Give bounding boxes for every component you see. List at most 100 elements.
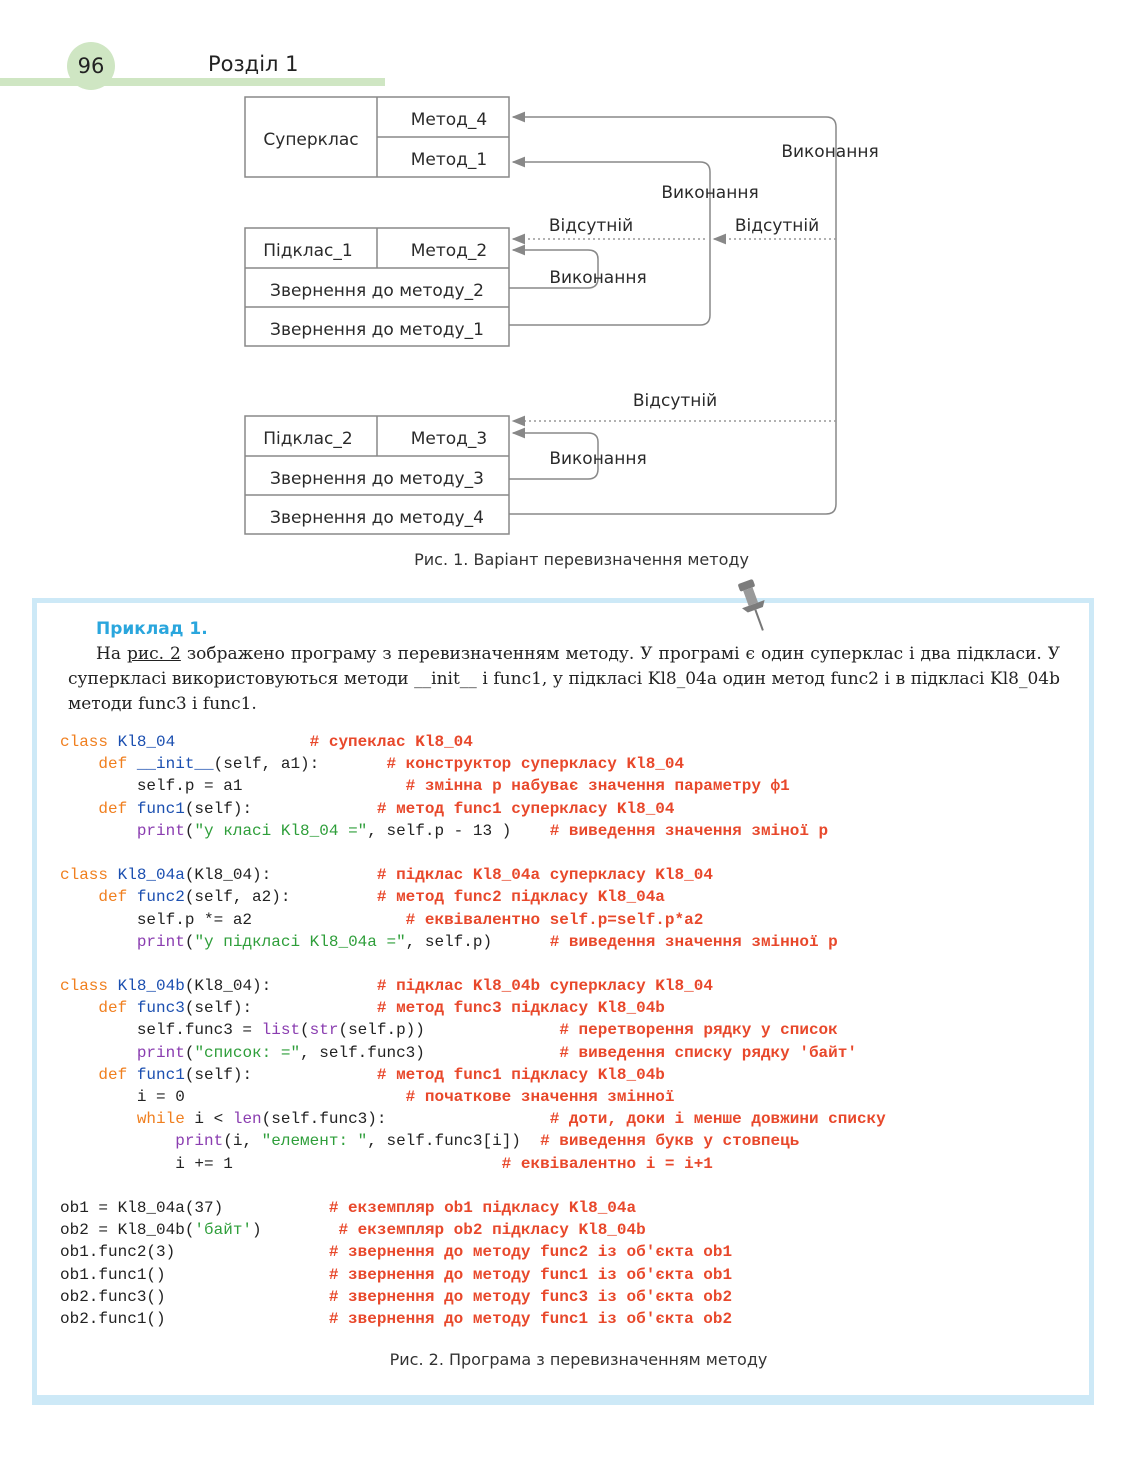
code-token bbox=[60, 755, 98, 773]
code-token: while bbox=[136, 1110, 185, 1129]
code-token: class bbox=[60, 733, 118, 751]
code-token: # екземпляр ob1 підкласу Kl8_04a bbox=[328, 1198, 637, 1217]
code-token bbox=[60, 933, 137, 951]
code-line: ob1 = Kl8_04a(37) # екземпляр ob1 підкла… bbox=[60, 1197, 886, 1219]
subclass1-call2-label: Звернення до методу_1 bbox=[270, 320, 484, 340]
execution-label-1: Виконання bbox=[781, 142, 878, 162]
code-token: __init__ bbox=[136, 755, 214, 774]
code-token: func2 bbox=[136, 888, 185, 907]
code-token: class bbox=[60, 977, 118, 996]
execution-label-4: Виконання bbox=[549, 449, 646, 469]
superclass-method4-label: Метод_4 bbox=[411, 110, 488, 130]
code-token: def bbox=[98, 755, 137, 774]
code-line: self.p *= a2 # еквівалентно self.p=self.… bbox=[60, 909, 886, 931]
figure2-caption: Рис. 2. Програма з перевизначенням метод… bbox=[389, 1350, 768, 1369]
code-token: (self.func3): bbox=[261, 1110, 550, 1129]
code-token: # еквівалентно self.p=self.p*a2 bbox=[405, 910, 704, 929]
code-token bbox=[60, 1066, 98, 1084]
code-token: (self): bbox=[184, 1065, 377, 1084]
code-token: # супеклас Kl8_04 bbox=[309, 733, 473, 751]
code-token: (Kl8_04): bbox=[184, 866, 377, 885]
code-token: self.p *= a2 bbox=[60, 910, 406, 929]
code-token bbox=[60, 1044, 137, 1062]
code-token: # звернення до методу func2 із об'єкта o… bbox=[328, 1243, 733, 1262]
code-token: ob1 = Kl8_04a(37) bbox=[60, 1198, 329, 1217]
code-line: i += 1 # еквівалентно i = i+1 bbox=[60, 1153, 886, 1175]
subclass1-method-label: Метод_2 bbox=[411, 241, 488, 261]
code-token: # метод func2 підкласу Kl8_04a bbox=[376, 888, 665, 907]
code-line: def func2(self, a2): # метод func2 підкл… bbox=[60, 886, 886, 908]
code-token: # метод func3 підкласу Kl8_04b bbox=[376, 999, 665, 1018]
code-token bbox=[60, 1132, 175, 1150]
code-token: (self, a2): bbox=[184, 888, 377, 907]
code-token: ( bbox=[184, 1043, 195, 1062]
code-token: "елемент: " bbox=[261, 1132, 368, 1151]
code-token: ( bbox=[184, 932, 195, 951]
section-title: Розділ 1 bbox=[208, 52, 299, 76]
code-line: def __init__(self, a1): # конструктор су… bbox=[60, 753, 886, 775]
code-line: class Kl8_04b(Kl8_04): # підклас Kl8_04b… bbox=[60, 975, 886, 997]
code-line: self.p = a1 # змінна p набуває значення … bbox=[60, 775, 886, 797]
execution-label-3: Виконання bbox=[549, 268, 646, 288]
code-token: # початкове значення змінної bbox=[405, 1088, 675, 1106]
code-token: ob1.func2(3) bbox=[60, 1243, 329, 1262]
code-token: self.p = a1 bbox=[60, 777, 406, 796]
code-token: (i, bbox=[223, 1132, 262, 1151]
subclass2-method-label: Метод_3 bbox=[411, 429, 488, 449]
code-line: while i < len(self.func3): # доти, доки … bbox=[60, 1108, 886, 1130]
execution-label-2: Виконання bbox=[661, 183, 758, 203]
code-token: ( bbox=[300, 1021, 310, 1040]
code-token bbox=[60, 822, 137, 840]
code-line: print("у класі Kl8_04 =", self.p - 13 ) … bbox=[60, 820, 886, 842]
code-line bbox=[60, 1175, 886, 1197]
code-token: (self, a1): bbox=[213, 755, 387, 774]
code-token: len bbox=[232, 1110, 262, 1129]
code-token: "у підкласі Kl8_04a =" bbox=[194, 932, 406, 951]
code-token: class bbox=[60, 866, 118, 885]
code-token: def bbox=[98, 1065, 137, 1084]
code-token: (self.p)) bbox=[338, 1021, 560, 1040]
code-line bbox=[60, 953, 886, 975]
code-token bbox=[60, 999, 98, 1017]
code-line: ob1.func1() # звернення до методу func1 … bbox=[60, 1264, 886, 1286]
code-token: func3 bbox=[136, 999, 185, 1018]
code-line: ob2.func3() # звернення до методу func3 … bbox=[60, 1286, 886, 1308]
code-token: "список: =" bbox=[194, 1043, 301, 1062]
code-token: # екземпляр ob2 підкласу Kl8_04b bbox=[338, 1221, 646, 1240]
subclass2-label: Підклас_2 bbox=[263, 429, 352, 449]
code-token: # еквівалентно i = i+1 bbox=[501, 1154, 713, 1173]
code-token: i = 0 bbox=[60, 1088, 406, 1106]
code-line: ob1.func2(3) # звернення до методу func2… bbox=[60, 1241, 886, 1263]
code-token: ob1.func1() bbox=[60, 1265, 329, 1284]
example-title: Приклад 1. bbox=[96, 619, 208, 639]
code-token: # конструктор суперкласу Kl8_04 bbox=[386, 755, 685, 774]
code-token: def bbox=[98, 888, 137, 907]
code-token bbox=[60, 800, 98, 818]
pushpin-icon bbox=[738, 579, 765, 631]
code-token: , self.func3[i]) bbox=[367, 1132, 541, 1151]
code-token: Kl8_04a bbox=[117, 866, 185, 885]
code-token: Kl8_04 bbox=[117, 733, 176, 751]
code-token: ( bbox=[184, 821, 195, 840]
code-line bbox=[60, 842, 886, 864]
code-token: (self): bbox=[184, 999, 377, 1018]
code-line: ob2.func1() # звернення до методу func1 … bbox=[60, 1308, 886, 1330]
subclass1-call1-label: Звернення до методу_2 bbox=[270, 281, 484, 301]
code-token: ob2.func1() bbox=[60, 1309, 329, 1328]
figure2-link[interactable]: рис. 2 bbox=[126, 644, 181, 664]
code-token: , self.p) bbox=[405, 932, 550, 951]
code-line: def func1(self): # метод func1 суперклас… bbox=[60, 798, 886, 820]
code-line: class Kl8_04 # супеклас Kl8_04 bbox=[60, 731, 886, 753]
code-line: i = 0 # початкове значення змінної bbox=[60, 1086, 886, 1108]
code-token: # звернення до методу func1 із об'єкта o… bbox=[328, 1265, 733, 1284]
code-token: # звернення до методу func1 із об'єкта o… bbox=[328, 1309, 733, 1328]
example-text: На рис. 2 зображено програму з перевизна… bbox=[68, 644, 1060, 714]
code-token: i += 1 bbox=[60, 1154, 502, 1173]
code-token: # виведення букв у стовпець bbox=[540, 1132, 800, 1151]
code-token: # метод func1 підкласу Kl8_04b bbox=[376, 1065, 665, 1084]
code-token: # виведення списку рядку 'байт' bbox=[559, 1043, 857, 1062]
code-token: # виведення значення зміної p bbox=[549, 821, 829, 840]
code-token: Kl8_04b bbox=[117, 977, 185, 996]
absent-label-2: Відсутній bbox=[735, 216, 819, 236]
subclass2-call1-label: Звернення до методу_3 bbox=[270, 469, 484, 489]
